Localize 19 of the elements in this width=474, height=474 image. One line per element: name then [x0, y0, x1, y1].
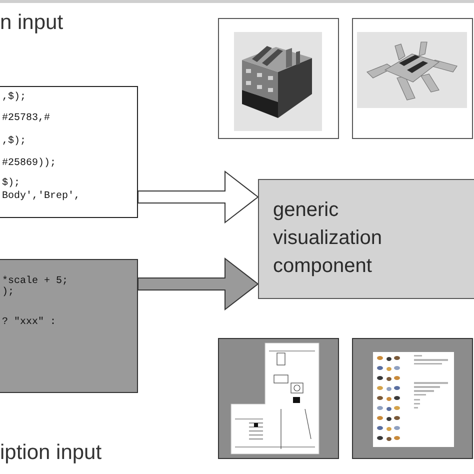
block-arrow [138, 257, 259, 311]
code-line: ,$); [2, 92, 26, 103]
code-panel [0, 259, 138, 393]
code-panel [0, 86, 138, 218]
code-line: #25869)); [2, 158, 56, 169]
code-line: ); [2, 287, 14, 298]
block-arrow [138, 170, 259, 224]
picture-frame [352, 18, 473, 139]
code-line: #25783,# [2, 113, 50, 124]
code-line: $); [2, 178, 20, 189]
code-line: ? "xxx" : [2, 317, 56, 328]
section-heading: iption input [0, 440, 102, 466]
section-heading: n input [0, 10, 64, 36]
code-line: Body','Brep', [2, 191, 80, 202]
code-line: ,$); [2, 136, 26, 147]
component-box [258, 179, 474, 299]
picture-frame [218, 18, 339, 139]
code-line: *scale + 5; [2, 276, 68, 287]
component-label: generic visualization component [273, 198, 383, 279]
